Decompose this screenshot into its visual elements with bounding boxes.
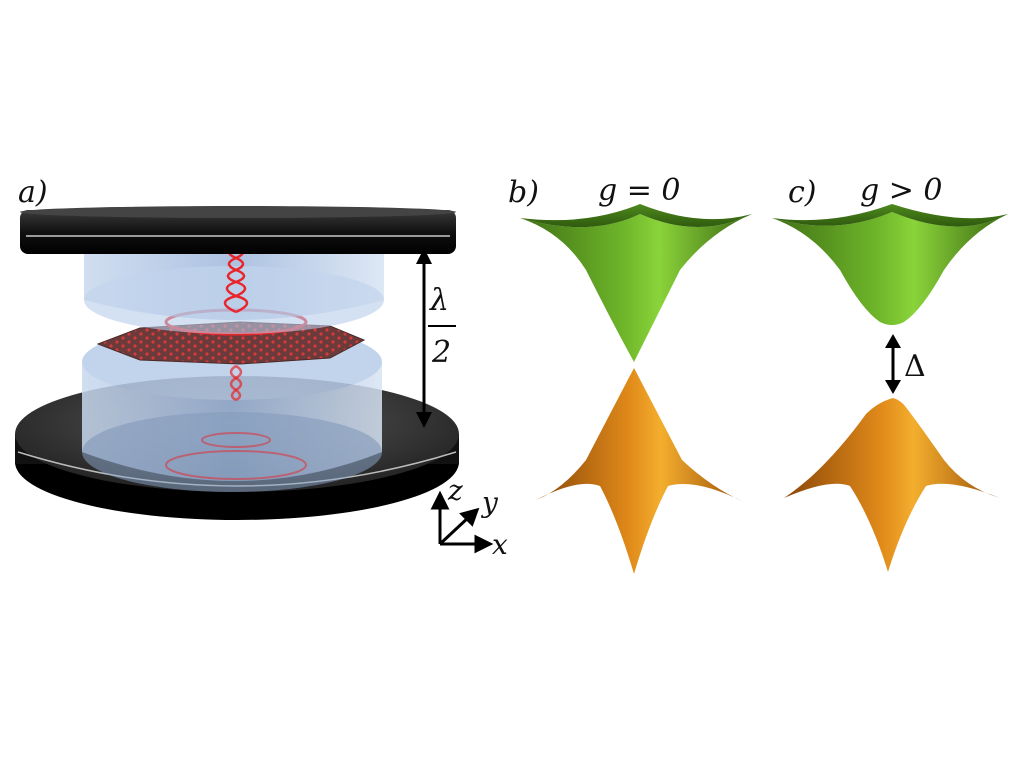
field-wave [223, 244, 249, 402]
lambda-symbol: λ [429, 283, 449, 318]
field-rings [165, 432, 307, 480]
panel-b: b) g = 0 [508, 173, 752, 574]
lower-band-cone [536, 368, 744, 574]
lower-band-gapped [784, 398, 1000, 572]
cavity-length-arrow [416, 248, 432, 428]
panel-b-label: b) [508, 175, 539, 210]
gap-label: Δ [904, 349, 926, 384]
top-mirror [20, 206, 456, 254]
panel-c-label: c) [788, 175, 817, 210]
panel-c-equation: g > 0 [860, 173, 943, 208]
axis-y-label: y [480, 486, 499, 519]
panel-c: c) g > 0 Δ [772, 173, 1008, 572]
panel-a: a) [15, 175, 508, 561]
fraction-denominator: 2 [431, 335, 451, 370]
axis-z-label: z [447, 474, 463, 507]
upper-band-gapped [772, 204, 1008, 325]
panel-b-equation: g = 0 [598, 173, 681, 208]
coordinate-axes [430, 490, 494, 554]
gap-arrow [885, 334, 901, 394]
upper-cavity [84, 238, 384, 334]
axis-x-label: x [492, 528, 508, 561]
panel-a-label: a) [18, 175, 48, 210]
upper-band-cone [520, 204, 752, 362]
